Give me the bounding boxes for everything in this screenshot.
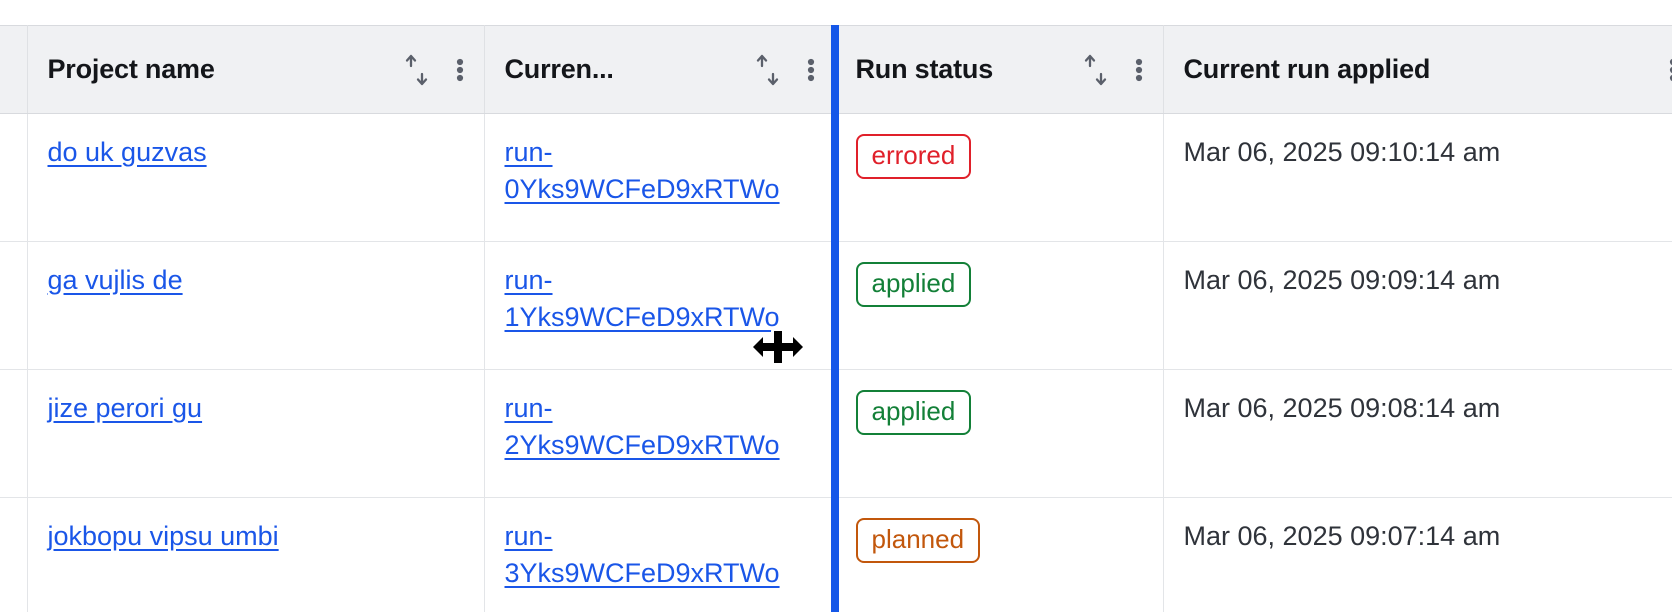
header-label-current-run-applied: Current run applied [1183,54,1431,84]
cell-run-status: applied [835,369,1164,498]
cell-run-status: planned [835,497,1164,612]
current-run-applied-text: Mar 06, 2025 09:08:14 am [1183,393,1501,423]
header-row: Project name [0,25,1672,114]
current-run-applied-text: Mar 06, 2025 09:07:14 am [1183,521,1501,551]
current-run-link[interactable]: run-1Yks9WCFeD9xRTWo [504,265,780,333]
kebab-menu-icon[interactable] [1669,53,1672,87]
cell-current-run-applied: Mar 06, 2025 09:07:14 am [1163,497,1672,612]
current-run-link[interactable]: run-0Yks9WCFeD9xRTWo [504,137,780,205]
header-cell-current-run[interactable]: Curren... [484,25,836,114]
row-select-cell[interactable] [0,497,28,612]
row-select-cell[interactable] [0,241,28,370]
project-name-link[interactable]: jokbopu vipsu umbi [47,521,279,551]
status-badge: errored [855,134,972,179]
table-row[interactable]: do uk guzvas run-0Yks9WCFeD9xRTWo errore… [0,113,1672,242]
kebab-menu-icon[interactable] [1135,53,1143,87]
projects-table: Project name [0,25,1672,612]
cell-run-status: applied [835,241,1164,370]
cell-project-name: jize perori gu [27,369,485,498]
cell-current-run-applied: Mar 06, 2025 09:08:14 am [1163,369,1672,498]
table-row[interactable]: jokbopu vipsu umbi run-3Yks9WCFeD9xRTWo … [0,497,1672,612]
header-cell-select[interactable] [0,25,28,114]
table-row[interactable]: jize perori gu run-2Yks9WCFeD9xRTWo appl… [0,369,1672,498]
table-top-spacer [0,0,1672,25]
current-run-applied-text: Mar 06, 2025 09:09:14 am [1183,265,1501,295]
cell-project-name: jokbopu vipsu umbi [27,497,485,612]
current-run-link[interactable]: run-3Yks9WCFeD9xRTWo [504,521,780,589]
status-badge: planned [855,518,981,563]
cell-current-run: run-3Yks9WCFeD9xRTWo [484,497,836,612]
cell-current-run: run-2Yks9WCFeD9xRTWo [484,369,836,498]
kebab-menu-icon[interactable] [807,53,815,87]
status-badge: applied [855,262,972,307]
header-label-run-status: Run status [855,54,994,84]
project-name-link[interactable]: ga vujlis de [47,265,183,295]
cell-current-run-applied: Mar 06, 2025 09:10:14 am [1163,113,1672,242]
current-run-applied-text: Mar 06, 2025 09:10:14 am [1183,137,1501,167]
cell-run-status: errored [835,113,1164,242]
cell-current-run: run-1Yks9WCFeD9xRTWo [484,241,836,370]
table-scroll-container[interactable]: Project name [0,25,1672,612]
sort-icon[interactable] [404,53,430,87]
table-body: do uk guzvas run-0Yks9WCFeD9xRTWo errore… [0,113,1672,612]
table-header: Project name [0,25,1672,114]
project-name-link[interactable]: jize perori gu [47,393,203,423]
current-run-link[interactable]: run-2Yks9WCFeD9xRTWo [504,393,780,461]
cell-current-run-applied: Mar 06, 2025 09:09:14 am [1163,241,1672,370]
header-cell-current-run-applied[interactable]: Current run applied [1163,25,1672,114]
kebab-menu-icon[interactable] [456,53,464,87]
header-cell-project-name[interactable]: Project name [27,25,485,114]
row-select-cell[interactable] [0,369,28,498]
cell-project-name: ga vujlis de [27,241,485,370]
header-label-project-name: Project name [47,54,215,84]
sort-icon[interactable] [755,53,781,87]
project-name-link[interactable]: do uk guzvas [47,137,207,167]
header-label-current-run: Curren... [504,54,614,84]
row-select-cell[interactable] [0,113,28,242]
cell-current-run: run-0Yks9WCFeD9xRTWo [484,113,836,242]
status-badge: applied [855,390,972,435]
table-row[interactable]: ga vujlis de run-1Yks9WCFeD9xRTWo applie… [0,241,1672,370]
cell-project-name: do uk guzvas [27,113,485,242]
header-cell-run-status[interactable]: Run status [835,25,1164,114]
sort-icon[interactable] [1083,53,1109,87]
